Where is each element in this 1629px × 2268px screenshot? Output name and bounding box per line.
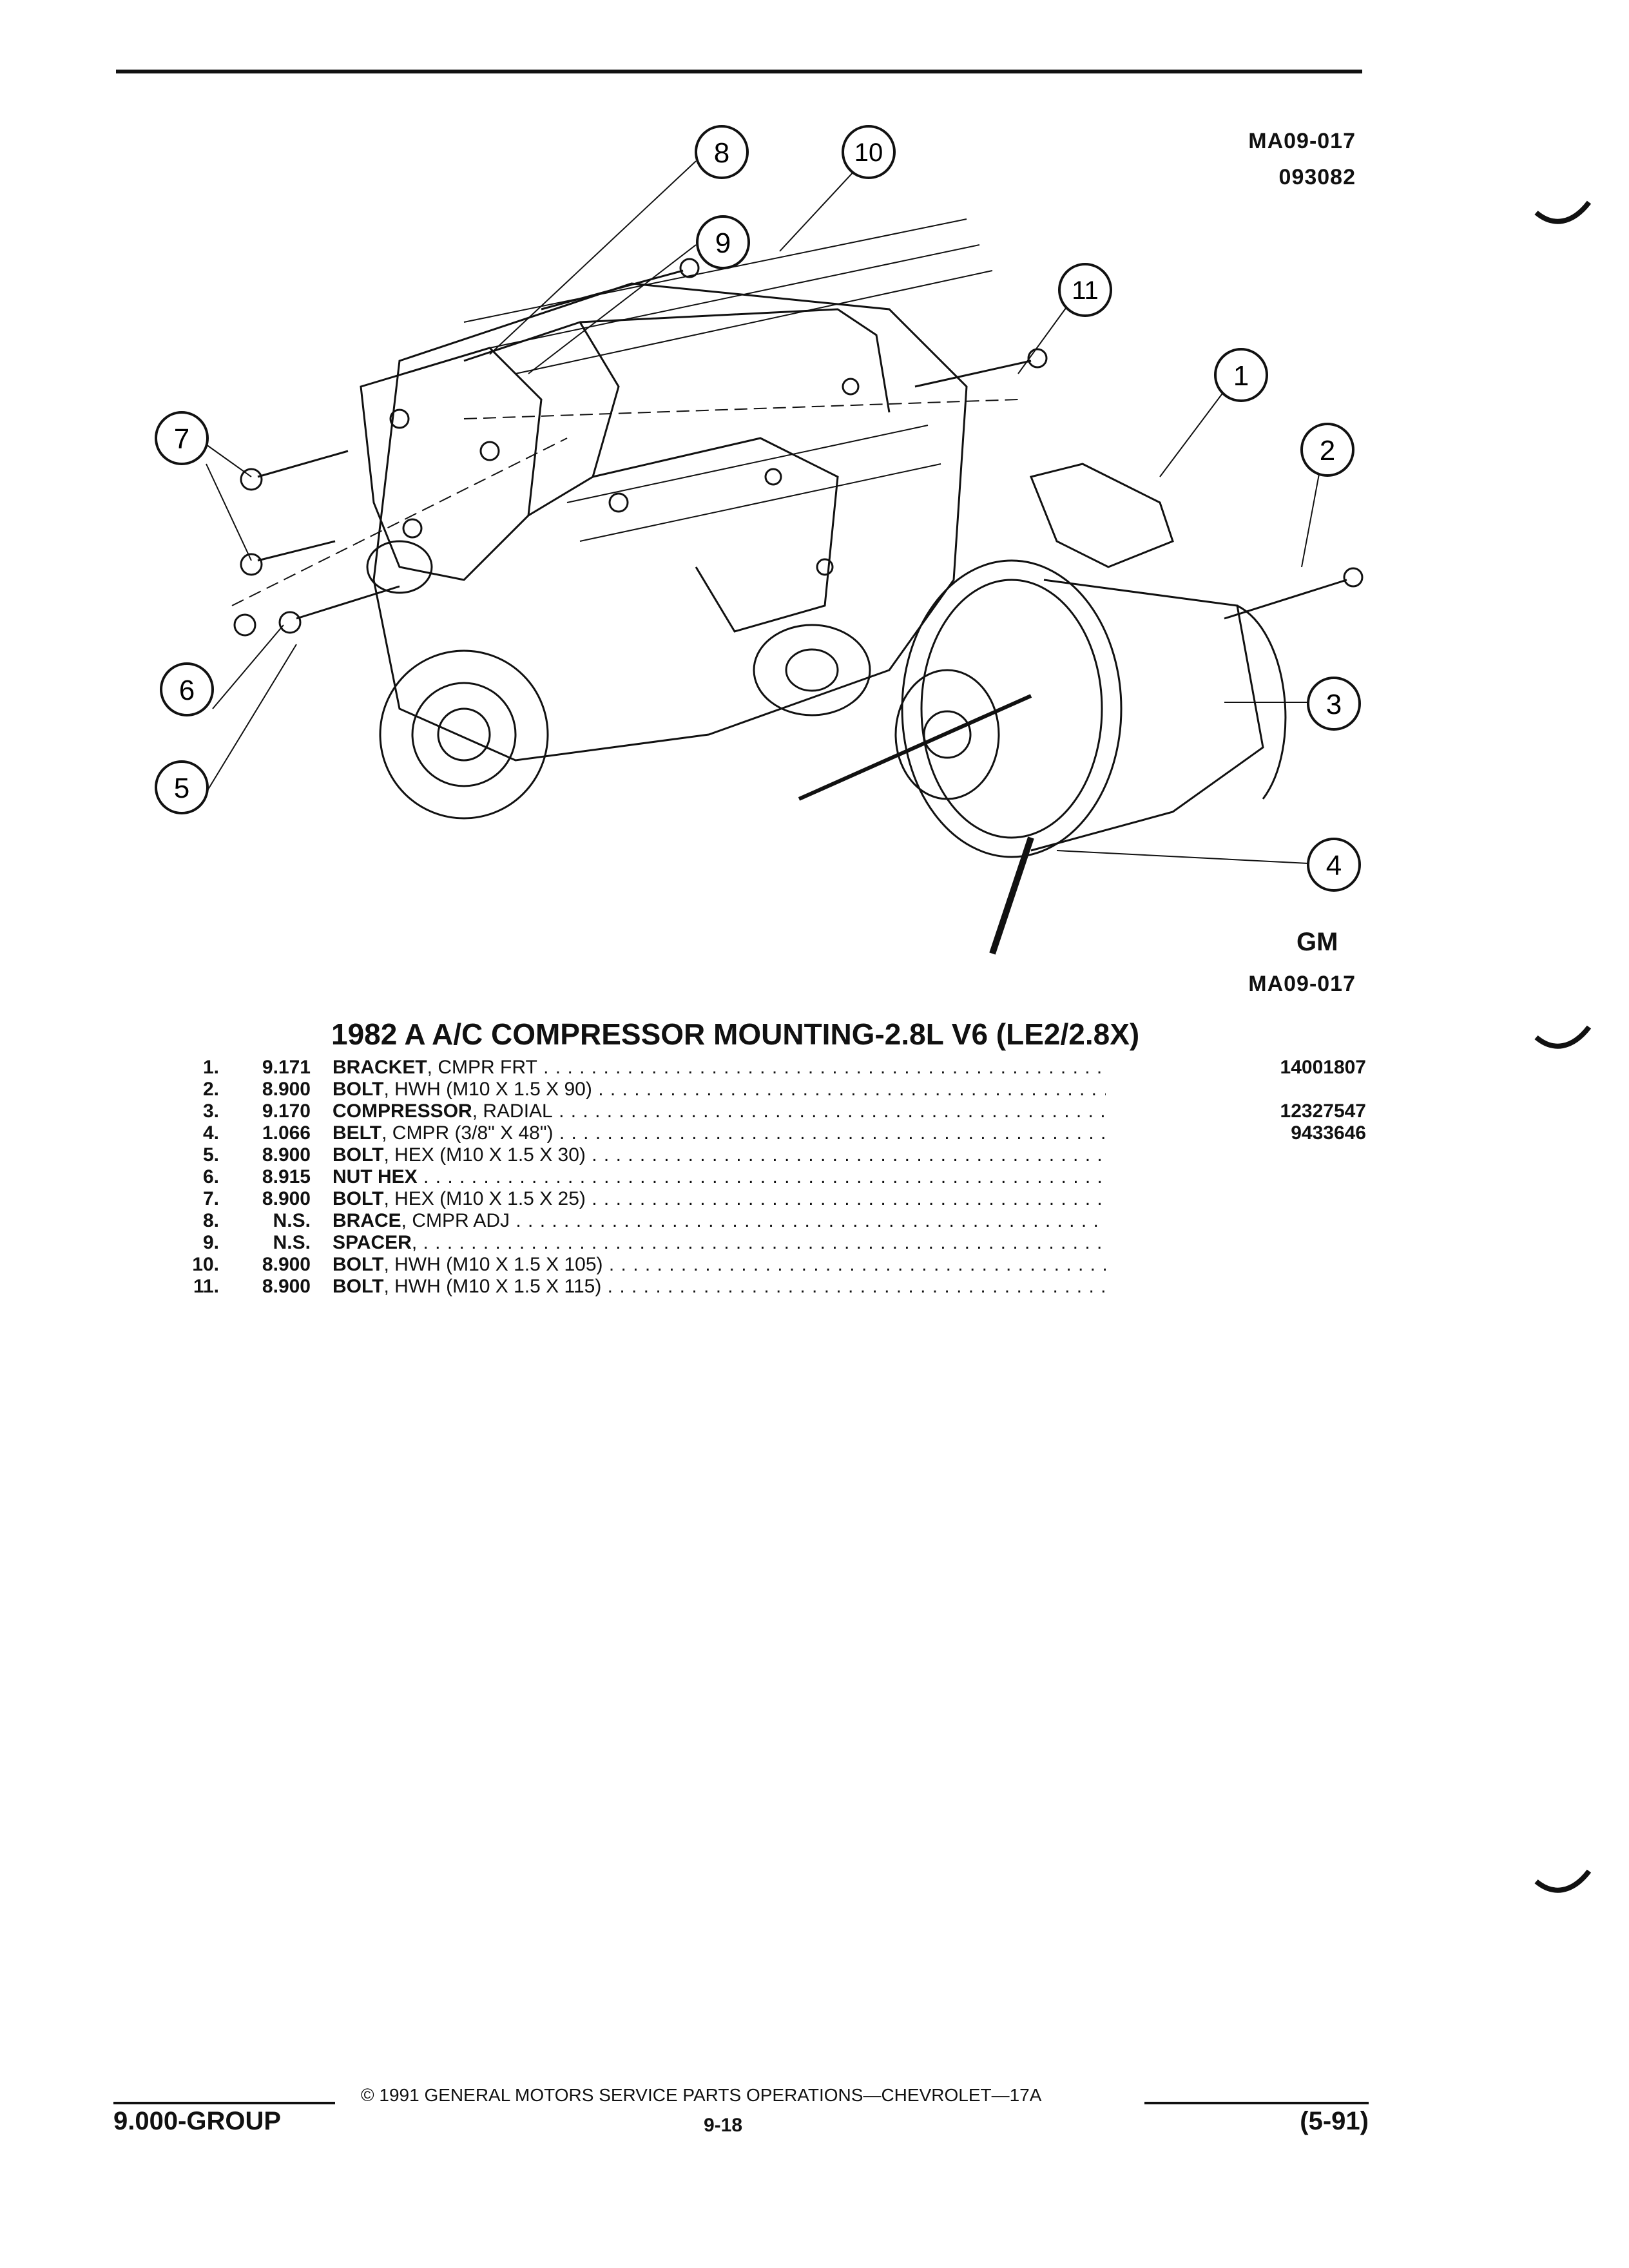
callout-4: 4 <box>1307 838 1361 892</box>
svg-text:3: 3 <box>1326 689 1342 720</box>
group-number: 8.915 <box>262 1166 311 1187</box>
group-number: N.S. <box>273 1210 311 1231</box>
parts-row: 1. 9.171 BRACKET, CMPR FRT 14001807 <box>155 1057 1366 1079</box>
svg-text:11: 11 <box>1072 276 1099 305</box>
svg-text:6: 6 <box>179 675 195 706</box>
callout-8: 8 <box>695 125 749 179</box>
parts-row: 6. 8.915 NUT HEX <box>155 1166 1366 1188</box>
svg-text:7: 7 <box>174 423 189 455</box>
part-description: BOLT, HEX (M10 X 1.5 X 30) <box>333 1144 1106 1166</box>
part-number: 14001807 <box>1280 1057 1366 1078</box>
top-rule <box>116 70 1362 73</box>
item-number: 2. <box>202 1079 219 1100</box>
group-number: 8.900 <box>262 1188 311 1209</box>
svg-text:8: 8 <box>714 137 729 169</box>
part-number: 9433646 <box>1291 1122 1366 1144</box>
figure-code-bottom: MA09-017 <box>1248 972 1356 996</box>
callout-5: 5 <box>155 760 209 814</box>
part-description: BOLT, HWH (M10 X 1.5 X 115) <box>333 1276 1106 1298</box>
margin-mark <box>1534 1869 1592 1893</box>
parts-row: 11. 8.900 BOLT, HWH (M10 X 1.5 X 115) <box>155 1276 1366 1298</box>
item-number: 8. <box>202 1210 219 1231</box>
crank-pulley <box>379 649 549 820</box>
footer-date: (5-91) <box>1300 2107 1369 2135</box>
callout-3: 3 <box>1307 677 1361 731</box>
figure-code: MA09-017 <box>1248 129 1356 153</box>
svg-text:4: 4 <box>1326 850 1342 881</box>
group-number: 8.900 <box>262 1254 311 1275</box>
item-number: 11. <box>193 1276 219 1297</box>
compressor-mounting-diagram: 8 10 9 11 1 2 3 4 7 6 5 <box>155 125 1364 955</box>
figure-date-code: 093082 <box>1278 165 1356 189</box>
front-bracket <box>360 347 543 581</box>
svg-text:9: 9 <box>715 227 731 259</box>
svg-text:2: 2 <box>1320 435 1335 466</box>
group-number: 8.900 <box>262 1276 311 1297</box>
bolts <box>231 258 1364 637</box>
part-description: BOLT, HWH (M10 X 1.5 X 105) <box>333 1254 1106 1276</box>
item-number: 1. <box>202 1057 219 1078</box>
callout-10: 10 <box>842 125 896 179</box>
parts-row: 3. 9.170 COMPRESSOR, RADIAL 12327547 <box>155 1100 1366 1122</box>
callout-9: 9 <box>696 215 750 269</box>
compressor-belt <box>798 694 1032 801</box>
engine-block <box>372 282 968 762</box>
callout-6: 6 <box>160 662 214 716</box>
parts-row: 2. 8.900 BOLT, HWH (M10 X 1.5 X 90) <box>155 1079 1366 1100</box>
callout-11: 11 <box>1058 263 1112 317</box>
item-number: 5. <box>202 1144 219 1166</box>
part-description: BELT, CMPR (3/8" X 48") <box>333 1122 1106 1144</box>
section-title: 1982 A A/C COMPRESSOR MOUNTING-2.8L V6 (… <box>331 1017 1140 1051</box>
parts-row: 9. N.S. SPACER, <box>155 1232 1366 1254</box>
part-description: SPACER, <box>333 1232 1106 1254</box>
svg-text:5: 5 <box>174 773 189 804</box>
compressor-bracket <box>1029 463 1174 568</box>
part-number: 12327547 <box>1280 1100 1366 1122</box>
gm-logo: GM <box>1296 928 1338 956</box>
parts-row: 10. 8.900 BOLT, HWH (M10 X 1.5 X 105) <box>155 1254 1366 1276</box>
part-description: NUT HEX <box>333 1166 1106 1188</box>
svg-text:10: 10 <box>854 139 883 167</box>
item-number: 7. <box>202 1188 219 1209</box>
part-description: BOLT, HEX (M10 X 1.5 X 25) <box>333 1188 1106 1210</box>
item-number: 9. <box>202 1232 219 1253</box>
callout-1: 1 <box>1214 348 1268 402</box>
group-number: N.S. <box>273 1232 311 1253</box>
item-number: 10. <box>192 1254 219 1275</box>
parts-list: 1. 9.171 BRACKET, CMPR FRT 14001807 2. 8… <box>155 1057 1366 1298</box>
parts-row: 7. 8.900 BOLT, HEX (M10 X 1.5 X 25) <box>155 1188 1366 1210</box>
margin-mark <box>1534 200 1592 224</box>
footer-rule <box>113 2102 335 2104</box>
footer-rule <box>1144 2102 1369 2104</box>
part-description: BRACKET, CMPR FRT <box>333 1057 1106 1079</box>
group-number: 9.171 <box>262 1057 311 1078</box>
svg-text:1: 1 <box>1233 360 1249 392</box>
part-description: COMPRESSOR, RADIAL <box>333 1100 1106 1122</box>
part-description: BRACE, CMPR ADJ <box>333 1210 1106 1232</box>
item-number: 6. <box>202 1166 219 1187</box>
parts-row: 5. 8.900 BOLT, HEX (M10 X 1.5 X 30) <box>155 1144 1366 1166</box>
callout-7: 7 <box>155 411 209 465</box>
parts-row: 8. N.S. BRACE, CMPR ADJ <box>155 1210 1366 1232</box>
margin-mark <box>1534 1025 1592 1049</box>
footer-copyright: © 1991 GENERAL MOTORS SERVICE PARTS OPER… <box>361 2085 1042 2105</box>
page-number: 9-18 <box>704 2115 743 2136</box>
item-number: 4. <box>202 1122 219 1144</box>
compressor <box>894 559 1287 858</box>
parts-row: 4. 1.066 BELT, CMPR (3/8" X 48") 9433646 <box>155 1122 1366 1144</box>
group-number: 8.900 <box>262 1079 311 1100</box>
group-number: 1.066 <box>262 1122 311 1144</box>
footer-group: 9.000-GROUP <box>113 2107 282 2135</box>
callout-2: 2 <box>1300 423 1354 477</box>
group-number: 9.170 <box>262 1100 311 1122</box>
item-number: 3. <box>202 1100 219 1122</box>
part-description: BOLT, HWH (M10 X 1.5 X 90) <box>333 1079 1106 1100</box>
group-number: 8.900 <box>262 1144 311 1166</box>
